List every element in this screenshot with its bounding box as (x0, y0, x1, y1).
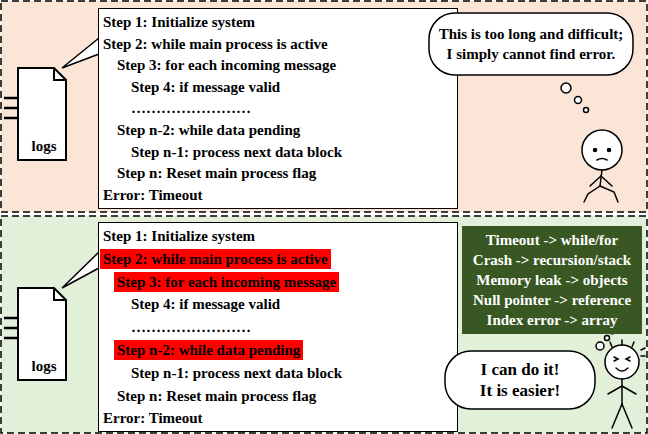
highlighted-step: Step 3: for each incoming message (114, 272, 339, 292)
error-line: Error: Timeout (100, 408, 206, 428)
bottom-panel (1, 216, 647, 433)
log-line: Step n-1: process next data block (131, 142, 342, 162)
top-panel (1, 1, 647, 212)
log-box: Step 1: Initialize systemStep 2: while m… (98, 8, 458, 209)
icon-label: logs (18, 136, 70, 156)
log-line: Step 1: Initialize system (103, 226, 255, 246)
highlighted-step: Step n-2: while data pending (114, 340, 303, 360)
log-line: Step 4: if message valid (131, 77, 280, 97)
happy-figure (605, 340, 645, 428)
log-line: Step 3: for each incoming message (117, 55, 336, 75)
bubble-outline (428, 12, 634, 76)
log-file-icon: logs (10, 286, 70, 382)
log-line: Step 4: if message valid (131, 294, 280, 314)
log-line: Step n: Reset main process flag (117, 386, 316, 406)
log-line: Step n-2: while data pending (117, 120, 300, 140)
highlighted-step: Step 2: while main process is active (100, 249, 331, 269)
log-line: Step n-1: process next data block (131, 363, 342, 383)
hint-line: Memory leak -> objects (468, 270, 636, 290)
bubble-text: This is too long and difficult; I simply… (437, 24, 625, 64)
log-line: Step 3: for each incoming message (117, 272, 336, 292)
thought-bubble: I can do it! It is easier! (444, 350, 596, 410)
log-line: Error: Timeout (103, 185, 203, 205)
callout-tail (62, 38, 99, 68)
icon-label: logs (18, 356, 70, 376)
hint-box: Timeout -> while/forCrash -> recursion/s… (462, 226, 642, 334)
bubble-outline (444, 350, 596, 410)
log-line: Step 1: Initialize system (103, 12, 255, 32)
callout-tail (62, 252, 99, 288)
log-file-icon: logs (10, 66, 70, 162)
bubble-text: I can do it! It is easier! (474, 359, 566, 401)
thought-bubble: This is too long and difficult; I simply… (428, 12, 634, 76)
log-line: …………………… (131, 98, 251, 118)
log-line: Step 2: while main process is active (103, 34, 328, 54)
log-line: Step 2: while main process is active (103, 249, 328, 269)
hint-line: Timeout -> while/for (468, 230, 636, 250)
hint-line: Null pointer -> reference (468, 290, 636, 310)
hint-line: Crash -> recursion/stack (468, 250, 636, 270)
log-line: Step n: Reset main process flag (117, 163, 316, 183)
log-line: Step n-2: while data pending (117, 340, 300, 360)
hint-line: Index error -> array (468, 310, 636, 330)
log-line: Error: Timeout (103, 408, 203, 428)
log-line: …………………… (131, 317, 251, 337)
log-box: Step 1: Initialize systemStep 4: if mess… (98, 222, 458, 432)
sad-figure (582, 130, 622, 202)
